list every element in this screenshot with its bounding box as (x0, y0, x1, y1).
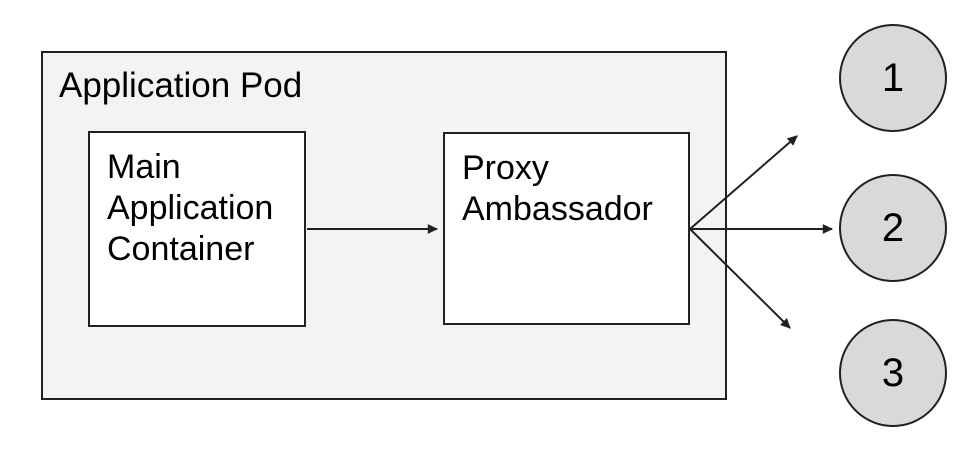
endpoint-circle-2: 2 (839, 174, 947, 282)
endpoint-1-label: 1 (881, 55, 905, 100)
application-pod-title: Application Pod (59, 66, 303, 105)
endpoint-2-label: 2 (881, 205, 905, 250)
node-main-application-container-label: Main Application Container (107, 148, 274, 268)
endpoint-3-label: 3 (881, 350, 905, 395)
node-main-application-container: Main Application Container (88, 131, 306, 327)
endpoint-circle-1: 1 (839, 24, 947, 132)
node-proxy-ambassador-label: Proxy Ambassador (462, 149, 653, 228)
endpoint-circle-3: 3 (839, 319, 947, 427)
node-proxy-ambassador: Proxy Ambassador (443, 132, 690, 325)
